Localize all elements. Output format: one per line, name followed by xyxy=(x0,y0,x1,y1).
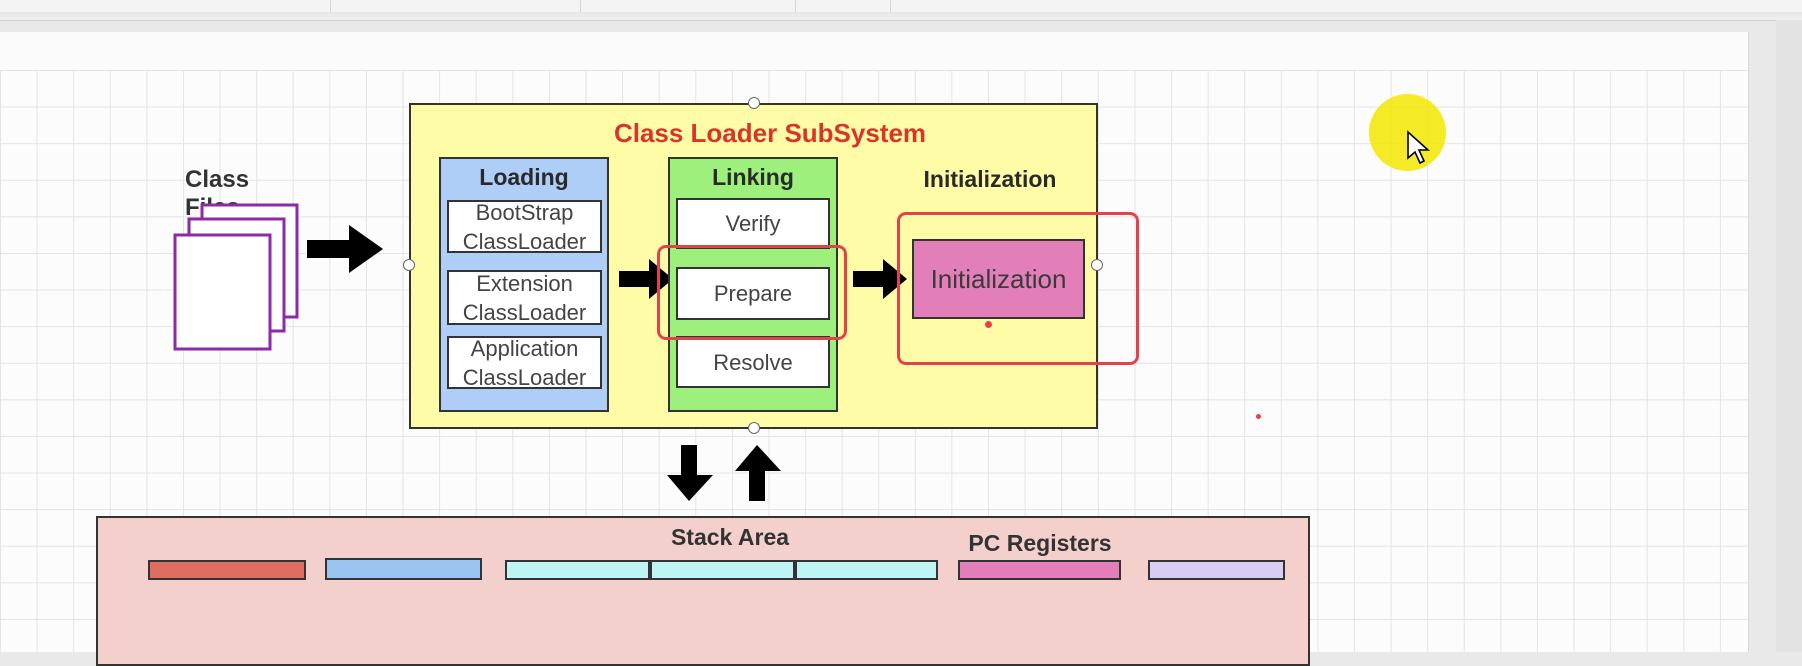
box-line: Application xyxy=(470,335,579,361)
stack-frame-box[interactable] xyxy=(795,560,938,580)
box-line: Extension xyxy=(476,270,573,296)
resize-handle-top[interactable] xyxy=(748,97,760,109)
application-classloader-box[interactable]: Application ClassLoader xyxy=(447,335,602,390)
annotation-dot xyxy=(985,321,992,328)
verify-box[interactable]: Verify xyxy=(676,198,830,249)
pc-register-box[interactable] xyxy=(958,560,1121,580)
subsystem-title: Class Loader SubSystem xyxy=(613,118,927,148)
class-files-icon[interactable] xyxy=(170,200,305,355)
stack-area-label: Stack Area xyxy=(670,524,790,550)
resize-handle-left[interactable] xyxy=(403,259,415,271)
runtime-sub-box[interactable] xyxy=(1148,560,1285,580)
top-toolbar-strip xyxy=(0,0,1802,21)
bootstrap-classloader-box[interactable]: BootStrap ClassLoader xyxy=(447,199,602,254)
annotation-dot xyxy=(1256,414,1261,419)
initialization-box[interactable]: Initialization xyxy=(912,239,1085,319)
box-line: ClassLoader xyxy=(462,364,587,390)
extension-classloader-box[interactable]: Extension ClassLoader xyxy=(447,270,602,325)
box-line: BootStrap xyxy=(475,199,574,225)
resize-handle-right[interactable] xyxy=(1091,259,1103,271)
toolbar-shadow-band xyxy=(0,12,1802,20)
mouse-cursor-icon xyxy=(1407,130,1431,165)
arrow-up-icon xyxy=(735,445,781,501)
prepare-box[interactable]: Prepare xyxy=(676,267,830,320)
stack-frame-box[interactable] xyxy=(505,560,650,580)
prepare-highlight xyxy=(657,245,847,340)
arrow-right-icon xyxy=(307,225,383,273)
resize-handle-bottom[interactable] xyxy=(748,422,760,434)
linking-header: Linking xyxy=(712,164,794,190)
runtime-sub-box[interactable] xyxy=(325,558,482,580)
runtime-sub-box[interactable] xyxy=(148,560,306,580)
pc-registers-label: PC Registers xyxy=(968,530,1112,556)
initialization-header: Initialization xyxy=(923,166,1057,192)
arrow-down-icon xyxy=(667,445,713,501)
arrow-right-icon xyxy=(853,259,907,299)
runtime-data-area-box[interactable] xyxy=(96,516,1310,666)
toolbar-segment xyxy=(580,0,796,12)
stack-frame-box[interactable] xyxy=(650,560,795,580)
box-line: ClassLoader xyxy=(462,228,587,254)
resolve-box[interactable]: Resolve xyxy=(676,336,830,388)
toolbar-segment xyxy=(330,0,581,12)
loading-header: Loading xyxy=(479,164,569,190)
canvas-gutter xyxy=(1776,20,1802,652)
toolbar-segment xyxy=(0,0,331,12)
toolbar-segment xyxy=(795,0,891,12)
box-line: ClassLoader xyxy=(462,299,587,325)
initialization-highlight xyxy=(897,212,1139,365)
